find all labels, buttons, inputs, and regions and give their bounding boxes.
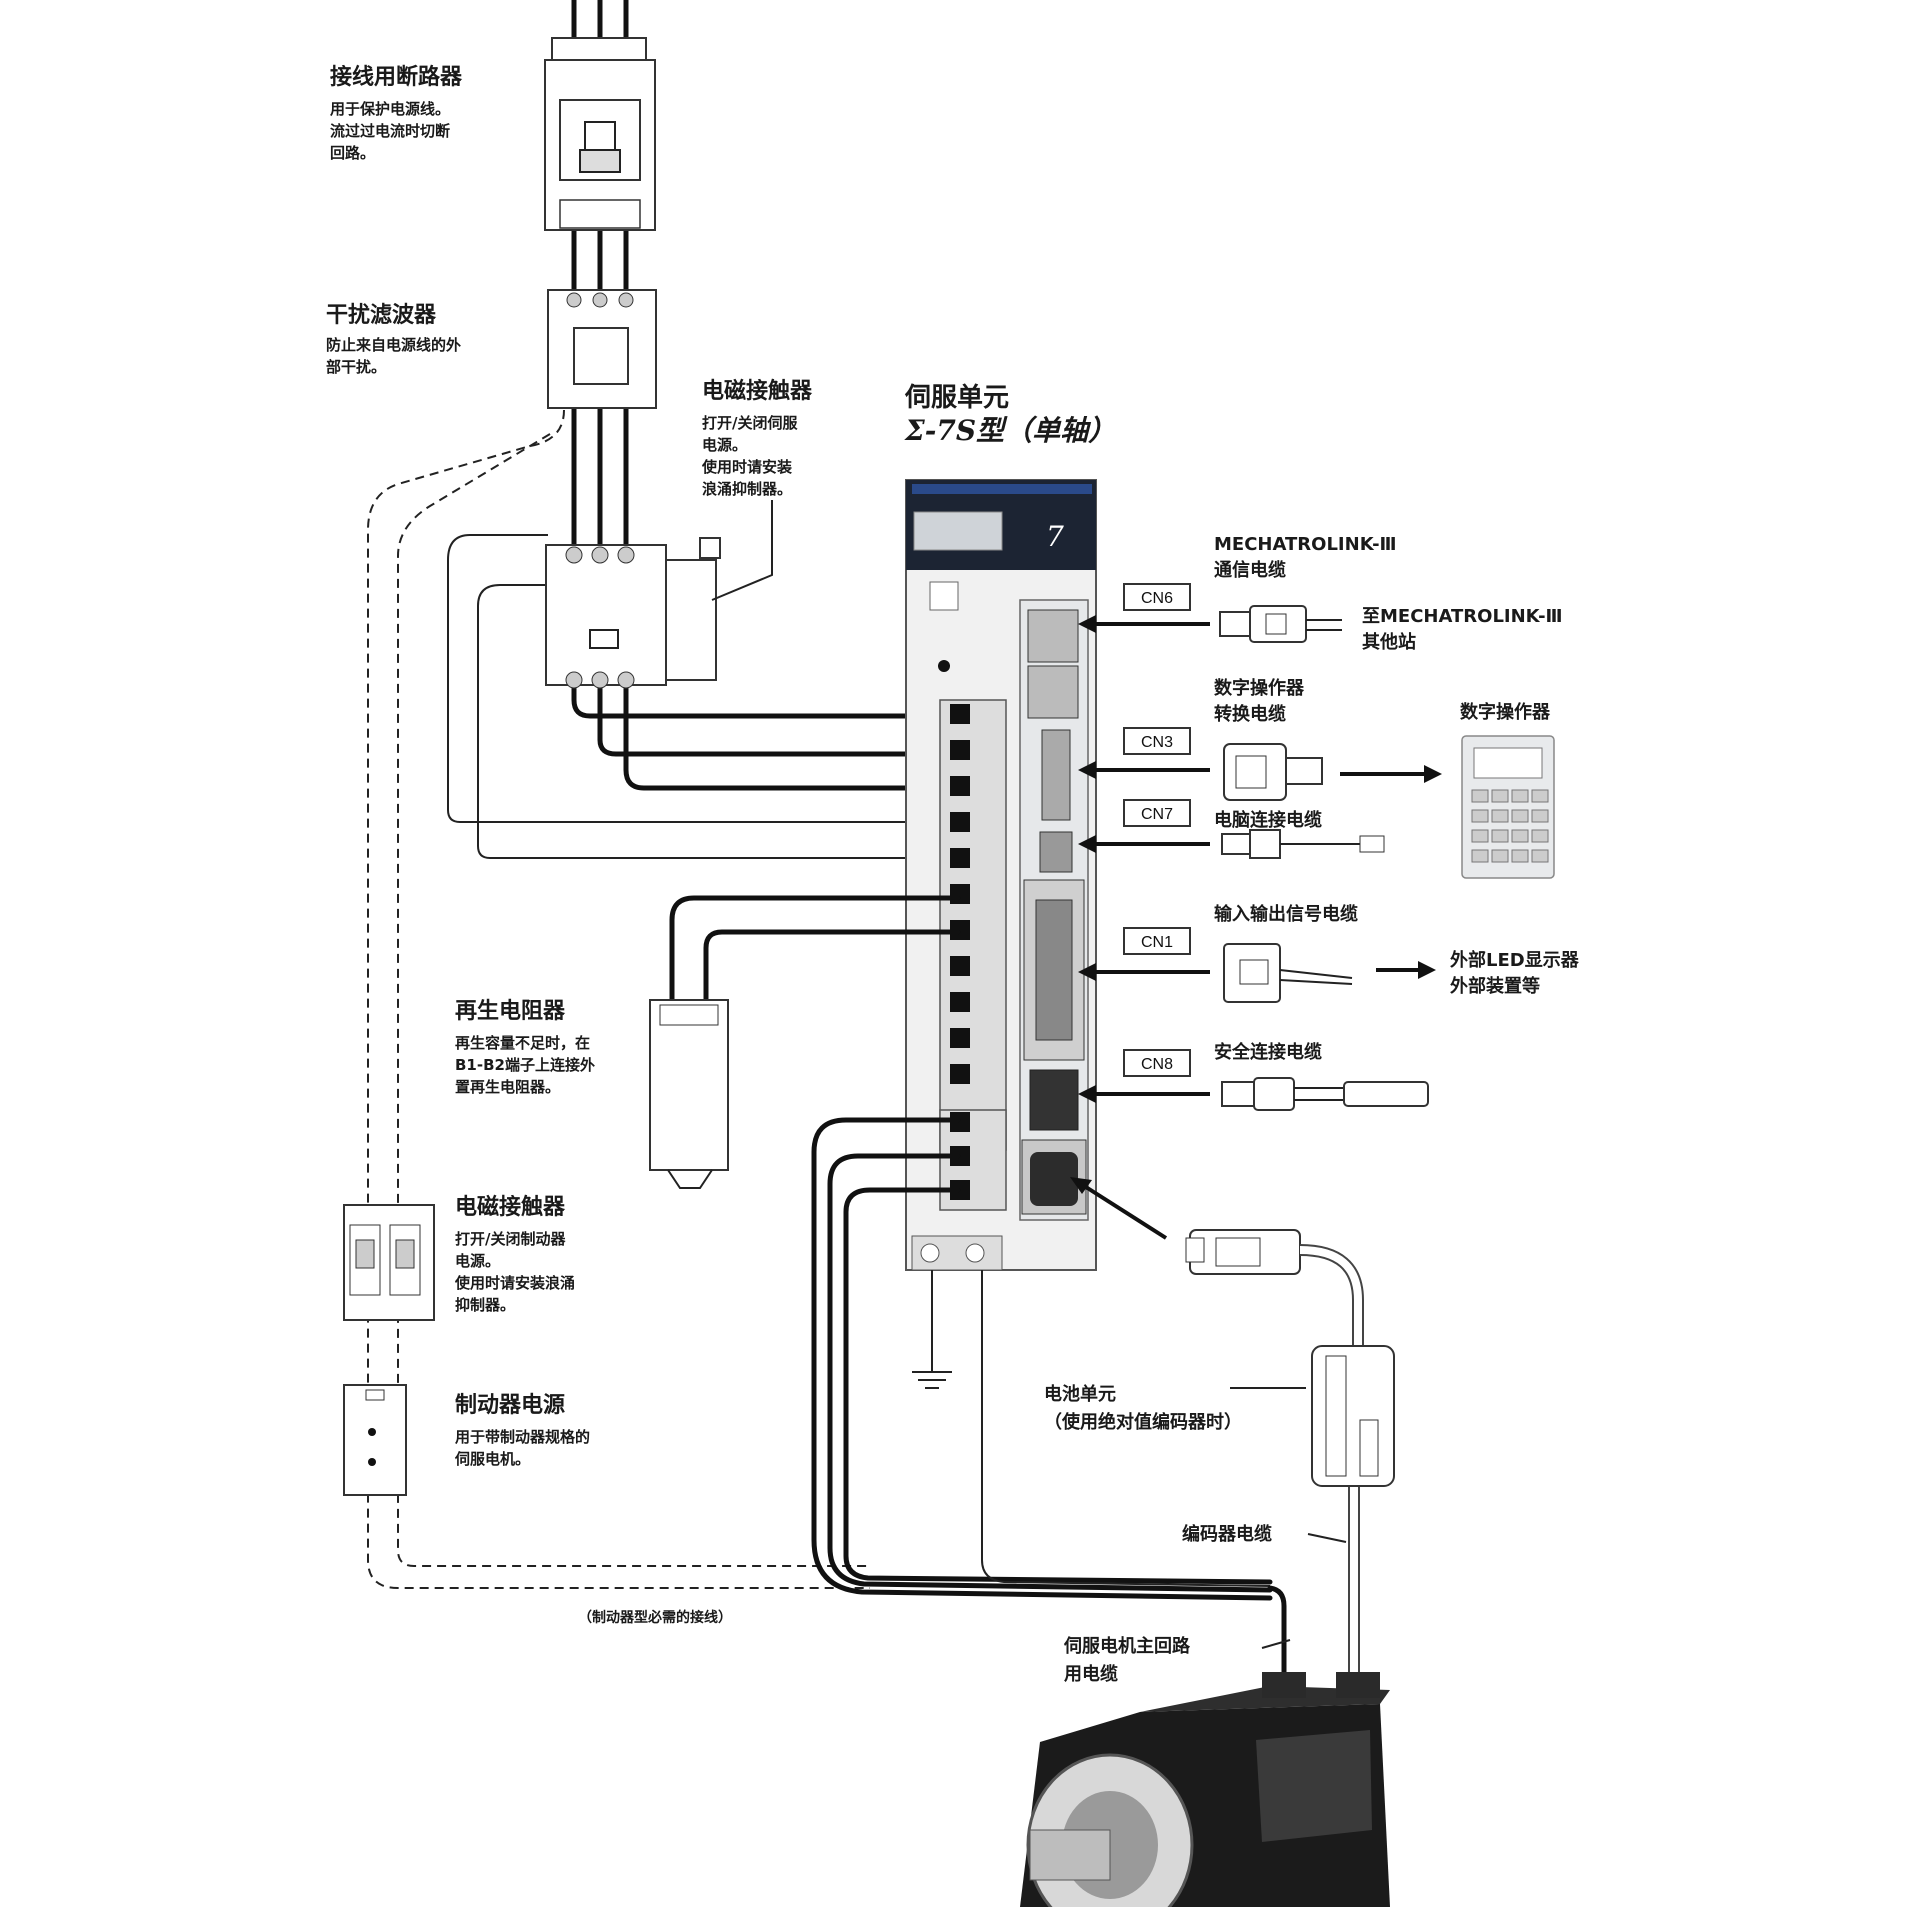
port-cn1: CN1: [1078, 927, 1436, 1003]
contactor-brake-desc-2: 电源。: [455, 1252, 500, 1270]
brake-power-title: 制动器电源: [455, 1393, 565, 1418]
cn1-connector: [1223, 943, 1353, 1003]
cn3-cable-2: 转换电缆: [1214, 703, 1286, 725]
regen-title: 再生电阻器: [455, 999, 566, 1024]
breaker-desc-3: 回路。: [330, 144, 375, 162]
contactor-main-title: 电磁接触器: [702, 378, 813, 404]
port-cn7: CN7: [1078, 799, 1385, 859]
cn6-connector: [1219, 605, 1342, 643]
brake-power-desc-2: 伺服电机。: [454, 1450, 530, 1468]
magnetic-contactor-main: [545, 537, 721, 689]
cn1-dest-1: 外部LED显示器: [1450, 949, 1580, 971]
filter-desc-2: 部干扰。: [326, 358, 386, 376]
cn6-label: CN6: [1141, 590, 1173, 607]
cn6-cable-2: 通信电缆: [1214, 559, 1286, 581]
cn1-label: CN1: [1141, 934, 1173, 951]
contactor-brake-desc-1: 打开/关闭制动器: [455, 1230, 566, 1248]
control-wire-1: [447, 534, 958, 823]
servo-model: Σ-7S型（单轴）: [904, 414, 1116, 447]
main-power-lines: [571, 0, 961, 791]
servo-terminals: [950, 704, 970, 1200]
cn3-dest: 数字操作器: [1460, 701, 1551, 723]
contactor-brake-title: 电磁接触器: [455, 1194, 566, 1220]
control-wire-2: [477, 584, 958, 859]
contactor-main-desc-1: 打开/关闭伺服: [702, 414, 798, 432]
breaker-title: 接线用断路器: [330, 64, 463, 90]
svg-text:7: 7: [1046, 520, 1064, 553]
cn7-label: CN7: [1141, 806, 1173, 823]
contactor-main-desc-2: 电源。: [702, 436, 747, 454]
breaker-desc-2: 流过过电流时切断: [330, 122, 450, 140]
cn6-dest-1: 至MECHATROLINK-Ⅲ: [1362, 606, 1563, 627]
cn3-cable-1: 数字操作器: [1214, 677, 1305, 699]
cn7-connector: [1221, 829, 1385, 859]
encoder-cable-label: 编码器电缆: [1182, 1523, 1272, 1545]
port-cn8: CN8: [1078, 1049, 1429, 1111]
servo-title: 伺服单元: [904, 383, 1009, 413]
brake-power-desc-1: 用于带制动器规格的: [455, 1428, 590, 1446]
cn8-cable: 安全连接电缆: [1214, 1041, 1322, 1063]
motor-cable-leader: [1261, 1639, 1291, 1649]
servo-unit: 7: [905, 479, 1097, 1271]
filter-title: 干扰滤波器: [326, 303, 437, 328]
brake-dashed-wiring: [367, 409, 870, 1589]
cn6-cable-1: MECHATROLINK-Ⅲ: [1214, 534, 1397, 555]
encoder-leader: [1307, 1533, 1347, 1543]
filter-desc-1: 防止来自电源线的外: [326, 336, 461, 354]
battery-title: 电池单元: [1044, 1383, 1116, 1405]
brake-note: （制动器型必需的接线）: [578, 1609, 732, 1626]
contactor-leader: [711, 500, 773, 601]
cn6-dest-2: 其他站: [1362, 631, 1416, 653]
battery-subtitle: （使用绝对值编码器时）: [1044, 1411, 1242, 1433]
cn8-connector: [1221, 1077, 1429, 1111]
cn3-connector: [1223, 743, 1323, 801]
port-cn6: CN6: [1078, 583, 1342, 643]
cn8-label: CN8: [1141, 1056, 1173, 1073]
port-cn3: CN3: [1078, 727, 1442, 801]
noise-filter: [547, 289, 657, 409]
contactor-main-desc-4: 浪涌抑制器。: [702, 480, 792, 498]
cn3-label: CN3: [1141, 734, 1173, 751]
motor-cable-label-2: 用电缆: [1064, 1663, 1118, 1685]
encoder-cable: [1070, 1177, 1364, 1690]
battery-unit: [1311, 1345, 1395, 1487]
servo-motor: [1020, 1672, 1390, 1907]
motor-cable-label-1: 伺服电机主回路: [1063, 1635, 1191, 1657]
digital-operator: [1461, 735, 1555, 879]
contactor-brake-desc-3: 使用时请安装浪涌: [454, 1274, 575, 1292]
contactor-main-desc-3: 使用时请安装: [701, 458, 793, 476]
contactor-brake-desc-4: 抑制器。: [455, 1296, 515, 1314]
cn1-cable: 输入输出信号电缆: [1214, 903, 1358, 925]
brake-power-supply: [343, 1384, 407, 1496]
magnetic-contactor-brake: [343, 1204, 435, 1321]
regen-desc-1: 再生容量不足时，在: [455, 1034, 590, 1052]
cn1-dest-2: 外部装置等: [1450, 975, 1540, 997]
regen-resistor: [649, 895, 961, 1189]
ground-symbol: [912, 1270, 952, 1389]
regen-desc-3: 置再生电阻器。: [455, 1078, 560, 1096]
regen-desc-2: B1-B2端子上连接外: [455, 1056, 595, 1074]
motor-power-cable: [811, 1117, 1287, 1693]
circuit-breaker: [544, 37, 656, 231]
cn7-cable: 电脑连接电缆: [1214, 809, 1322, 831]
breaker-desc-1: 用于保护电源线。: [330, 100, 450, 118]
